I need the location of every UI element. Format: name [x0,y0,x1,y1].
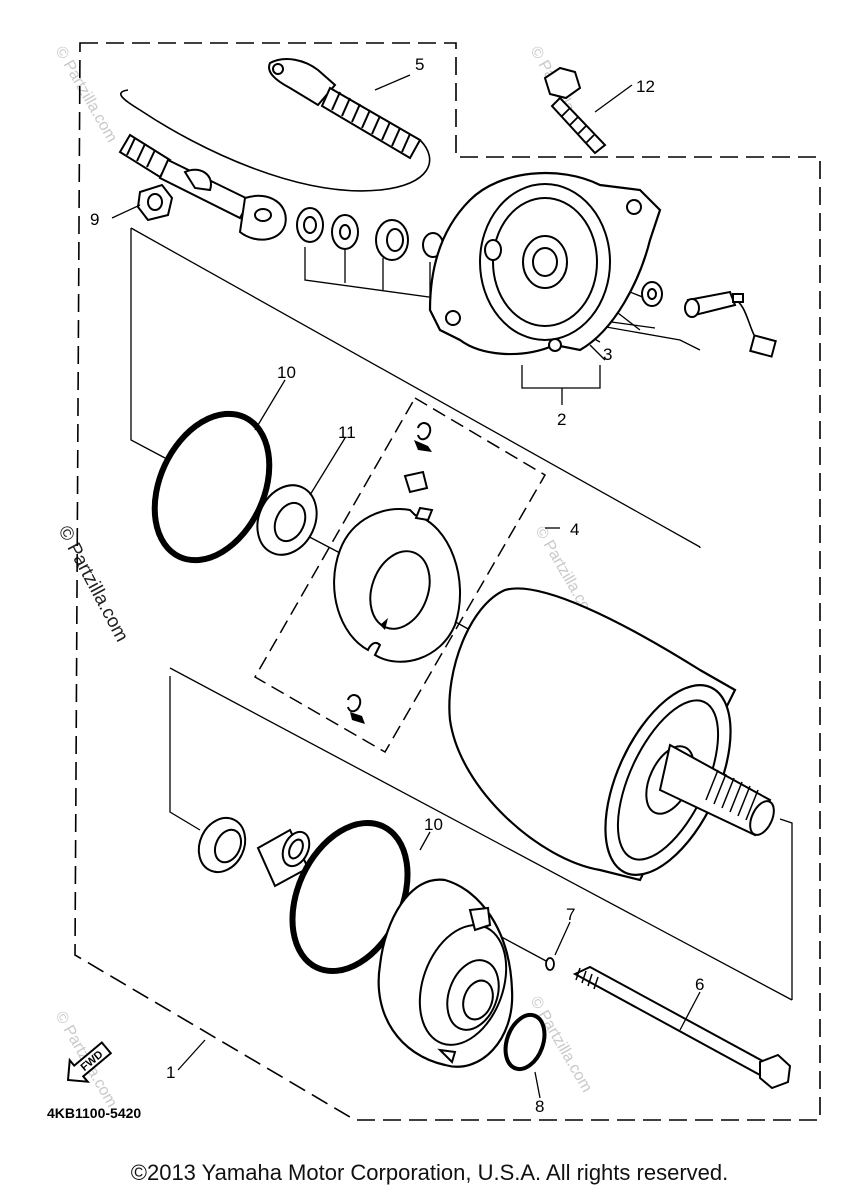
cover-washers [296,207,444,261]
small-o-ring [545,957,555,971]
nut [136,183,174,222]
assembly-boundary [74,42,821,1121]
part-label-7: 7 [566,905,575,924]
label-leaders [111,74,701,1099]
front-cover [377,878,514,1068]
bolt [543,66,607,155]
part-label-3: 3 [603,345,612,364]
through-bolt [572,965,792,1090]
part-label-11: 11 [338,423,356,442]
part-label-9: 9 [90,210,99,229]
brush-springs [347,422,432,724]
brush-plate [333,506,461,663]
watermark: © Partzilla.com [52,44,121,146]
part-label-8: 8 [535,1097,544,1116]
watermark: © Partzilla.com [54,522,133,645]
motor-yoke [448,587,775,882]
part-label-10-upper: 10 [277,363,296,382]
guide-lines [130,227,793,1001]
part-labels: 5 12 9 3 2 10 11 4 10 7 6 8 1 [90,55,704,1116]
label-2-bracket [521,365,601,405]
part-label-2: 2 [557,410,566,429]
drawing-code: 4KB1100-5420 [47,1105,141,1121]
copyright-text: ©2013 Yamaha Motor Corporation, U.S.A. A… [130,1160,729,1185]
brush-terminal [641,281,777,358]
o-ring-8 [503,1012,547,1072]
oil-seal [197,816,247,874]
part-label-1: 1 [166,1063,175,1082]
brush-holder-boundary [253,396,547,754]
rear-cover [428,171,662,356]
part-label-4: 4 [570,520,579,539]
o-ring-upper [151,410,273,564]
needle-bearing [256,828,311,888]
part-label-6: 6 [695,975,704,994]
thrust-washer [256,484,318,556]
part-label-5: 5 [415,55,424,74]
part-label-10-lower: 10 [424,815,443,834]
lead-wire [118,58,431,241]
part-label-12: 12 [636,77,655,96]
